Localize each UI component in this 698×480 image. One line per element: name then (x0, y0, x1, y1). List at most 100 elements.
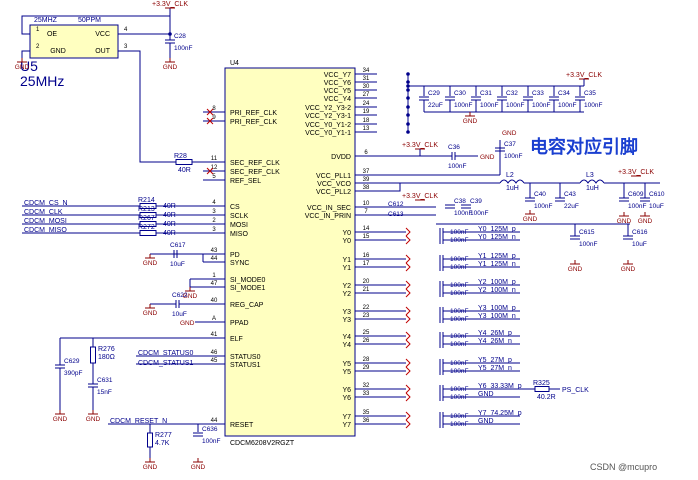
output-marker-icon (405, 262, 411, 272)
output-marker-icon (405, 227, 411, 237)
ic-right-pin-name: Y2 (342, 291, 351, 298)
ic-right-pin-name: VCC_Y5 (324, 88, 351, 95)
ground-label: GND (86, 416, 101, 423)
ic-right-pin-name: VCC_Y4 (324, 96, 351, 103)
output-marker-icon (405, 366, 411, 376)
junction-dot (406, 130, 410, 134)
ic-right-pin-name: Y6 (342, 387, 351, 394)
net-label-output: Y3_100M_n (478, 313, 516, 320)
ic-right-pin-name: Y1 (342, 257, 351, 264)
net-label-output: Y3_100M_p (478, 305, 516, 312)
ic-left-pin-num: 8 (212, 106, 216, 112)
r325-value: 40.2R (537, 394, 556, 401)
ic-left-pin-num: 2 (212, 218, 216, 224)
ic-left-pin-name: REG_CAP (230, 302, 264, 309)
ic-left-pin-num: 3 (212, 227, 216, 233)
c40-ref: C40 (534, 191, 546, 198)
c610-ref: C610 (649, 191, 665, 198)
bank-cap-value: 22uF (428, 102, 443, 109)
ic-left-pin-name: PPAD (230, 320, 249, 327)
l2-ref: L2 (506, 172, 514, 179)
c40-value: 100nF (534, 203, 552, 210)
osc-pin-vcc: VCC (95, 31, 110, 38)
junction-dot (406, 80, 410, 84)
net-label-output: Y0_125M_p (478, 226, 516, 233)
ic-right-pin-num: 25 (363, 330, 370, 336)
bank-cap-ref: C30 (454, 90, 466, 97)
ic-left-pin-name: MISO (230, 231, 248, 238)
ic-left-pin-num: A (212, 316, 216, 322)
ic-right-pin-name: VCC_Y2_Y3-2 (305, 105, 351, 112)
c616-ref: C616 (632, 229, 648, 236)
ic-left-pin-name: SYNC (230, 260, 249, 267)
bank-cap-ref: C32 (506, 90, 518, 97)
inductor-l3 (579, 179, 605, 184)
power-label: +3.3V_CLK (402, 142, 438, 149)
power-label: +3.3V_CLK (618, 169, 654, 176)
ic-left-pin-num: 43 (211, 248, 218, 254)
osc-pin-oe: OE (47, 31, 57, 38)
output-marker-icon (405, 288, 411, 298)
ic-right-pin-num: 17 (363, 261, 370, 267)
osc-pin-gnd: GND (50, 48, 66, 55)
ic-left-pin-name: PRI_REF_CLK (230, 110, 277, 117)
wire-osc-out (118, 50, 176, 163)
ic-right-pin-name: VCC_IN_PRIN (305, 213, 351, 220)
ic-u4-body (224, 67, 356, 437)
net-label-output: Y1_125M_n (478, 261, 516, 268)
net-label-output: Y7_74.25M_p (478, 410, 522, 417)
r-spi-ref: R272 (138, 224, 155, 231)
net-label-output: GND (478, 418, 494, 425)
ic-right-pin-num: 39 (363, 177, 370, 183)
junction-dot (406, 96, 410, 100)
ic-right-pin-num: 30 (363, 84, 370, 90)
c617-value: 10uF (170, 261, 185, 268)
ic-left-pin-num: 44 (211, 418, 218, 424)
ic-right-pin-name: Y5 (342, 361, 351, 368)
net-label-status0: CDCM_STATUS0 (138, 350, 193, 357)
output-marker-icon (405, 331, 411, 341)
ic-left-pin-num: 4 (212, 200, 216, 206)
net-label-spi: CDCM_CS_N (24, 200, 68, 207)
osc-pin-num: 4 (124, 27, 128, 33)
r-spi-ref: R267 (138, 215, 155, 222)
ground-label: GND (191, 464, 206, 471)
ic-right-pin-name: VCC_PLL1 (316, 173, 351, 180)
bank-cap-value: 100nF (584, 102, 602, 109)
osc-pin-num: 3 (124, 44, 128, 50)
c631-value: 15nF (97, 389, 112, 396)
ic-right-pin-num: 28 (363, 357, 370, 363)
c36-value: 100nF (448, 163, 466, 170)
wire-osc-gnd (21, 50, 30, 58)
net-label-spi: CDCM_CLK (24, 209, 63, 216)
net-label-output: Y4_26M_p (478, 330, 512, 337)
c36-gnd: GND (480, 154, 495, 161)
power-label: +3.3V_CLK (402, 193, 438, 200)
ic-right-pin-num: 26 (363, 338, 370, 344)
ic-right-pin-num: 19 (363, 109, 370, 115)
ic-left-pin-name: SI_MODE0 (230, 277, 266, 284)
c43-value: 22uF (564, 203, 579, 210)
ic-left-pin-num: 47 (211, 281, 218, 287)
ic-left-pin-num: 44 (211, 256, 218, 262)
c615-ref: C615 (579, 229, 595, 236)
c28-value: 100nF (174, 45, 192, 52)
power-label: +3.3V_CLK (152, 1, 188, 8)
ground-label: GND (638, 218, 653, 225)
bank-cap-value: 100nF (532, 102, 550, 109)
ic-part-number: CDCM6208V2RGZT (230, 440, 295, 447)
ic-right-pin-num: 36 (363, 418, 370, 424)
ic-right-pin-num: 38 (363, 185, 370, 191)
ic-right-pin-num: 16 (363, 253, 370, 259)
c609-value: 100nF (628, 203, 646, 210)
c622-value: 10uF (172, 311, 187, 318)
wire-oe-pullup (21, 8, 171, 35)
ground-label: GND (621, 266, 636, 273)
ic-right-pin-name: Y3 (342, 317, 351, 324)
c37-value: 100nF (504, 153, 522, 160)
c37-gnd: GND (502, 130, 517, 137)
ic-right-pin-num: 29 (363, 365, 370, 371)
junction-dot (406, 84, 410, 88)
net-label-spi: CDCM_MOSI (24, 218, 67, 225)
ic-right-pin-name: VCC_Y0_Y1-1 (305, 130, 351, 137)
